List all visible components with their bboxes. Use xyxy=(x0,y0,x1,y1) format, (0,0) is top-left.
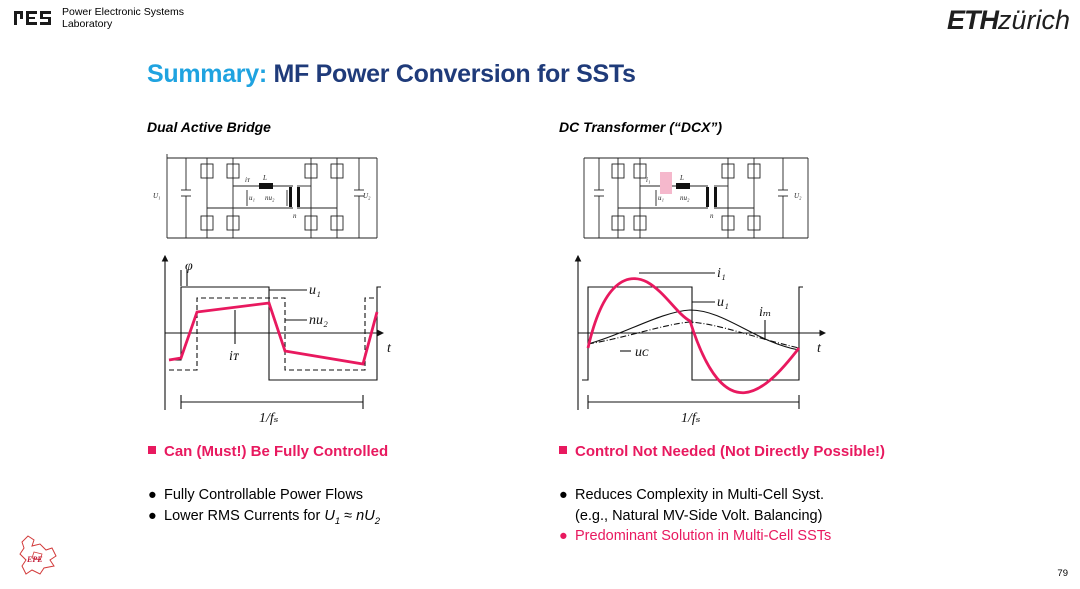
bullet-text: Predominant Solution in Multi-Cell SSTs xyxy=(575,528,832,544)
bullet-dot-icon: ● xyxy=(148,487,157,503)
dab-label-period: 1/fₛ xyxy=(259,411,279,426)
square-bullet-icon xyxy=(559,446,567,454)
dab-label-u1-dc: U₁ xyxy=(153,192,161,200)
bullet-text: Reduces Complexity in Multi-Cell Syst. xyxy=(575,487,824,503)
lab-name-line2: Laboratory xyxy=(62,18,113,30)
dcx-label-u2-dc: U₂ xyxy=(794,192,802,200)
dcx-label-period: 1/fₛ xyxy=(681,411,701,426)
bullet-dot-icon: ● xyxy=(559,487,568,503)
list-item: ● Fully Controllable Power Flows xyxy=(148,485,380,506)
list-item: (e.g., Natural MV-Side Volt. Balancing) xyxy=(559,506,831,527)
dcx-label-i1: i₁ xyxy=(717,266,726,281)
heading-dual-active-bridge: Dual Active Bridge xyxy=(147,119,271,135)
title-main: MF Power Conversion for SSTs xyxy=(273,60,636,88)
eth-logo-light: zürich xyxy=(997,5,1070,35)
dab-waveform-plot: φ u₁ nu₂ t iᴛ 1/fₛ xyxy=(161,254,392,426)
dab-label-inductor: L xyxy=(262,174,267,182)
heading-dc-transformer: DC Transformer (“DCX”) xyxy=(559,119,723,135)
dcx-label-t: t xyxy=(817,341,822,356)
dcx-circuit-schematic: U₂ L i₁ u₁ nu₂ n xyxy=(583,157,809,239)
dab-label-iT: iᴛ xyxy=(229,349,240,364)
dcx-bullet-list: ● Reduces Complexity in Multi-Cell Syst.… xyxy=(559,485,831,547)
dcx-label-uC: uᴄ xyxy=(635,345,649,360)
epe-europe-logo: EPE xyxy=(19,535,57,575)
bullet-dot-icon: ● xyxy=(559,528,568,544)
dcx-waveform-plot: i₁ u₁ iₘ t uᴄ 1/fₛ xyxy=(574,254,827,426)
page-number: 79 xyxy=(1057,568,1068,579)
dab-label-u2-dc: U₂ xyxy=(363,192,371,200)
epe-logo-text: EPE xyxy=(26,555,43,564)
approx-sign: ≈ xyxy=(340,507,357,524)
dcx-label-u1: u₁ xyxy=(658,194,664,202)
dab-bullet-list: ● Fully Controllable Power Flows ● Lower… xyxy=(148,485,380,532)
dab-label-phi: φ xyxy=(185,259,193,274)
keypoint-dcx: Control Not Needed (Not Directly Possibl… xyxy=(559,443,885,460)
dcx-label-n: n xyxy=(710,212,714,220)
pes-logo xyxy=(14,11,51,25)
symbol-nu2: nU2 xyxy=(356,507,380,527)
title-prefix: Summary: xyxy=(147,60,267,88)
dab-label-current: iᴛ xyxy=(245,176,251,184)
bullet-text: (e.g., Natural MV-Side Volt. Balancing) xyxy=(575,507,823,524)
square-bullet-icon xyxy=(148,446,156,454)
page-title: Summary: MF Power Conversion for SSTs xyxy=(147,60,636,89)
list-item: ● Reduces Complexity in Multi-Cell Syst. xyxy=(559,485,831,506)
lab-name: Power Electronic Systems Laboratory xyxy=(62,6,184,30)
dab-label-nu2-wave: nu₂ xyxy=(309,313,328,328)
dab-label-u1: u₁ xyxy=(249,194,255,202)
bullet-text: Lower RMS Currents for xyxy=(164,507,325,524)
eth-zurich-logo: ETHzürich xyxy=(947,5,1070,35)
keypoint-dab-text: Can (Must!) Be Fully Controlled xyxy=(164,443,389,460)
dcx-label-inductor: L xyxy=(679,174,684,182)
dcx-label-iM: iₘ xyxy=(759,305,771,320)
dab-circuit-schematic: U₁ U₂ L iᴛ u₁ nu₂ n xyxy=(153,154,378,239)
dcx-label-u1-wave: u₁ xyxy=(717,295,729,310)
list-item: ● Lower RMS Currents for U1 ≈ nU2 xyxy=(148,506,380,532)
dab-label-n: n xyxy=(293,212,297,220)
symbol-u1: U1 xyxy=(324,507,341,527)
keypoint-dcx-text: Control Not Needed (Not Directly Possibl… xyxy=(575,443,886,460)
bullet-text: Fully Controllable Power Flows xyxy=(164,487,364,503)
dcx-label-current: i₁ xyxy=(646,176,650,184)
dab-label-t: t xyxy=(387,341,392,356)
bullet-dot-icon: ● xyxy=(148,507,157,524)
eth-logo-bold: ETH xyxy=(946,5,999,35)
keypoint-dab: Can (Must!) Be Fully Controlled xyxy=(148,443,388,460)
lab-name-line1: Power Electronic Systems xyxy=(62,6,184,18)
dcx-label-nu2: nu₂ xyxy=(680,194,690,202)
dab-label-u1-wave: u₁ xyxy=(309,283,321,298)
list-item: ● Predominant Solution in Multi-Cell SST… xyxy=(559,526,831,547)
dab-label-nu2: nu₂ xyxy=(265,194,275,202)
